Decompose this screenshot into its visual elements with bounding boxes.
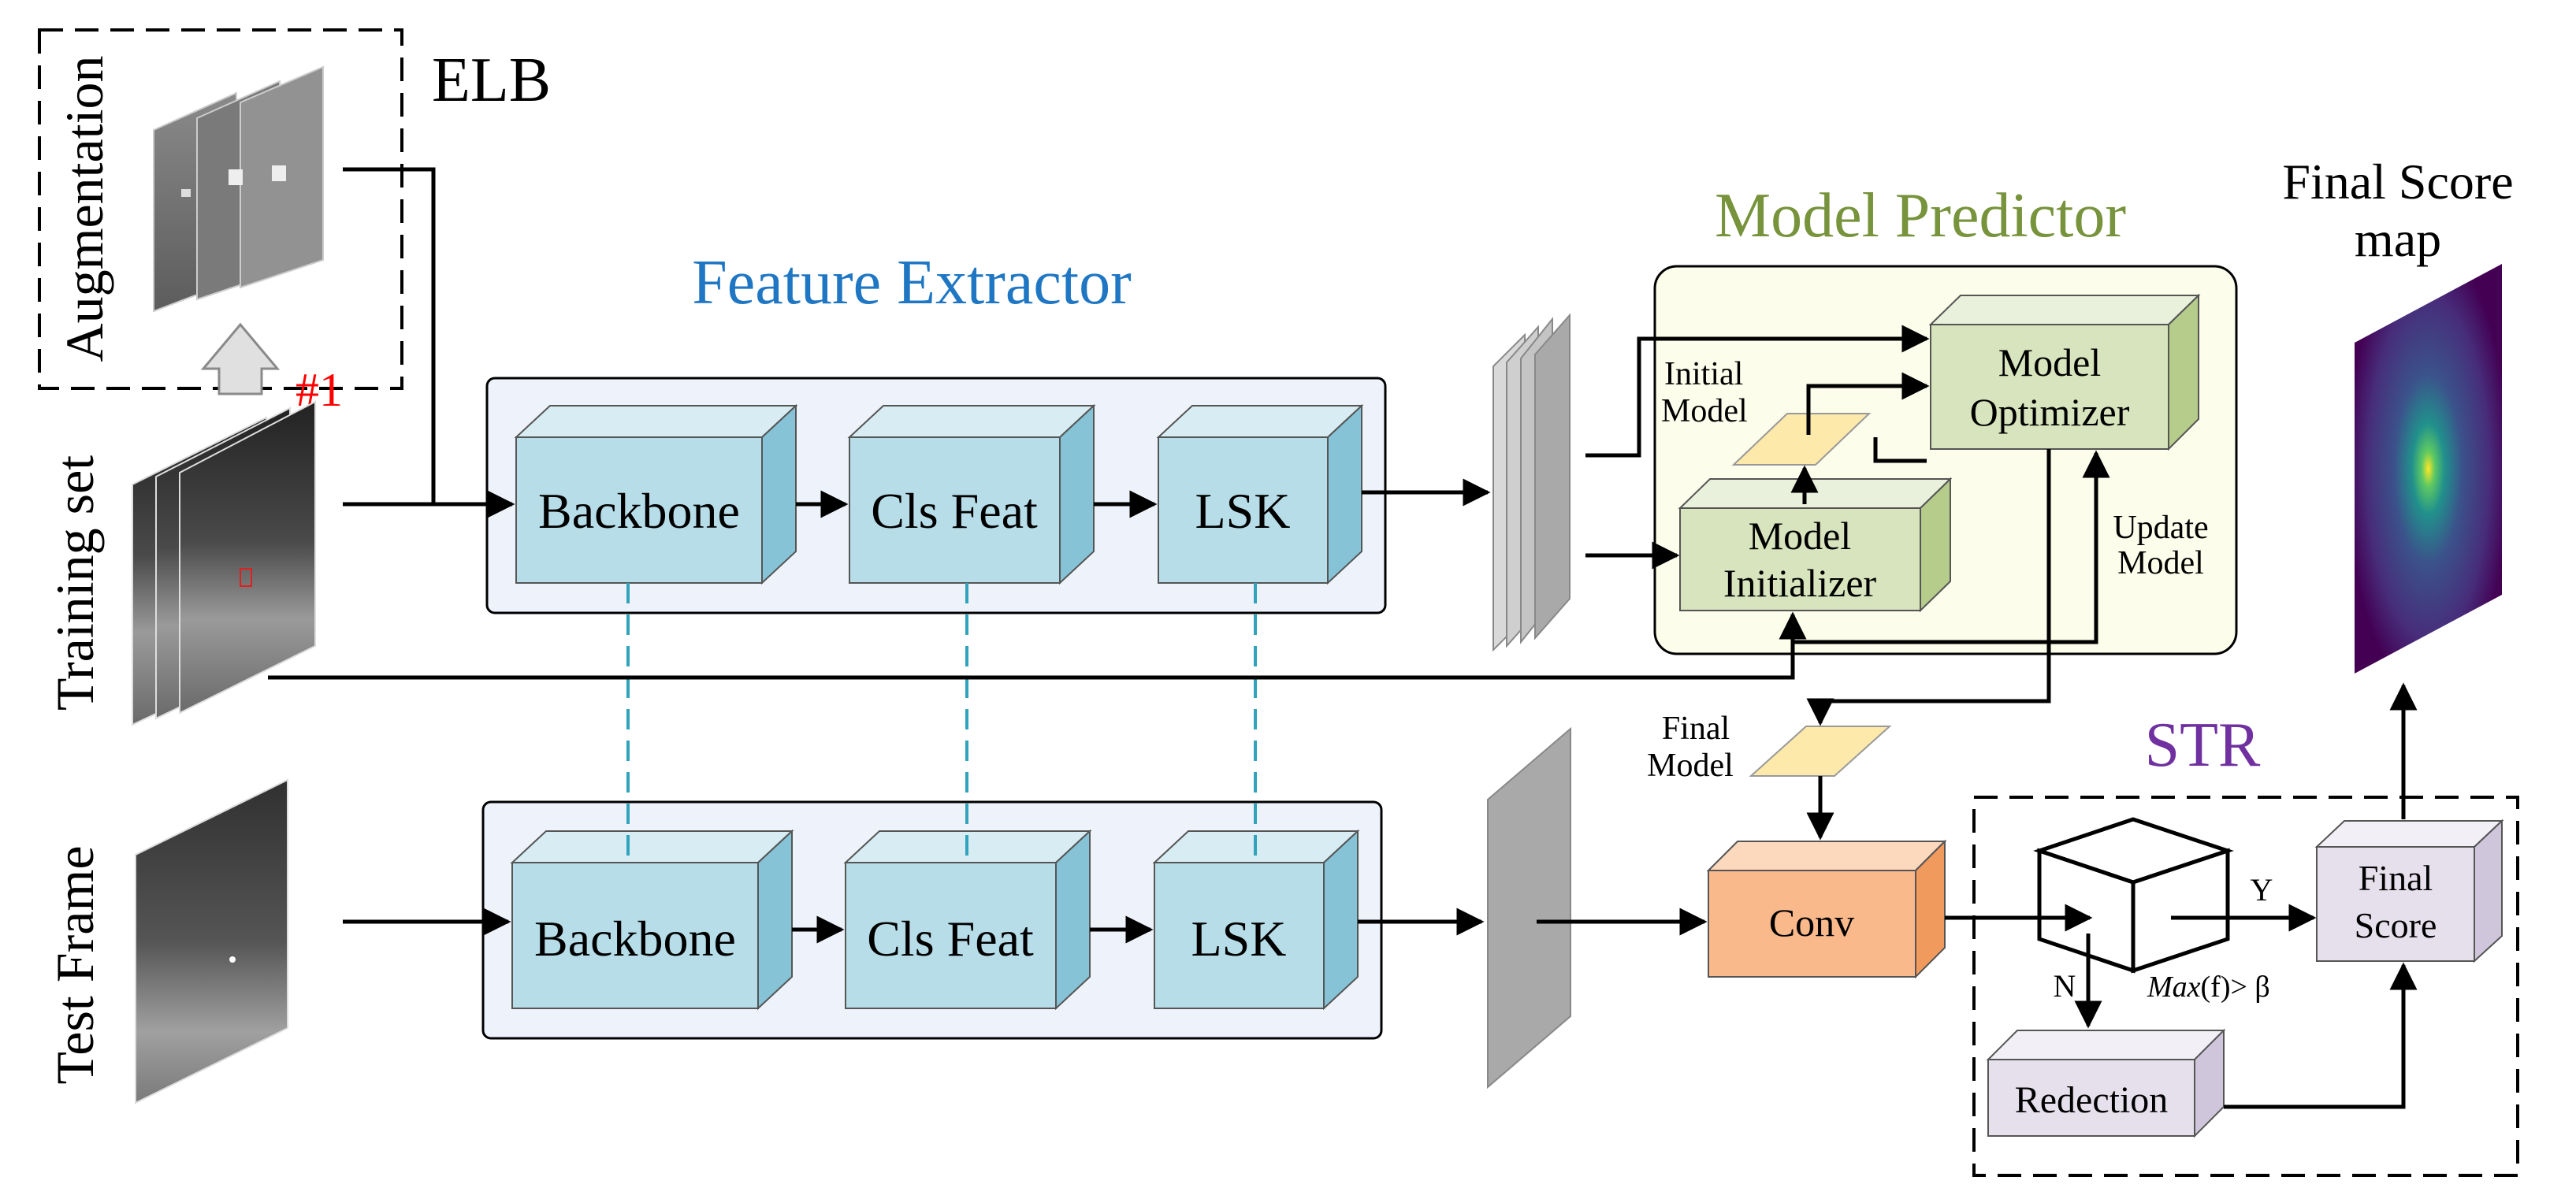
svg-text:LSK: LSK [1195,483,1291,539]
str-dashed-box [1972,796,2519,1177]
initial-model-card [1731,413,1872,466]
svg-text:Cls Feat: Cls Feat [867,911,1034,967]
svg-text:Optimizer: Optimizer [1970,390,2130,434]
str-title: STR [2145,711,2261,780]
svg-text:Redection: Redection [2015,1079,2169,1121]
feature-extractor-title: Feature Extractor [692,248,1132,317]
svg-text:Final: Final [2359,858,2433,898]
yes-label: Y [2251,872,2273,908]
svg-text:Model: Model [1749,514,1852,558]
condition-label: Max(f)> β [2147,971,2270,1004]
model-optimizer-block[interactable]: Model Optimizer [1928,293,2201,451]
training-set-label: Training set [45,455,105,711]
update-model-label-1: Update [2113,510,2208,546]
lsk-block-train: LSK [1156,403,1364,585]
shared-weight-links [626,583,1257,863]
update-model-label-2: Model [2117,545,2204,581]
clsfeat-block-test: Cls Feat [843,829,1092,1011]
svg-text:Model: Model [1998,340,2102,384]
no-label: N [2054,968,2076,1004]
redection-block[interactable]: Redection [1986,1028,2226,1138]
svg-text:Backbone: Backbone [534,911,736,967]
svg-text:Backbone: Backbone [538,483,740,539]
final-score-map-title-2: map [2355,211,2441,267]
elb-section: ELB Augmentation #1 [38,28,551,416]
backbone-block-train: Backbone [514,403,798,585]
initial-model-label-1: Initial [1664,356,1743,392]
test-feature-map [1487,726,1571,1089]
final-model-card [1749,726,1892,777]
final-model-label-1: Final [1662,711,1730,747]
decision-cube [2033,817,2234,974]
final-score-block[interactable]: Final Score [2314,819,2504,963]
train-feature-maps [1492,313,1571,652]
final-model-label-2: Model [1647,748,1734,784]
lsk-block-test: LSK [1152,829,1360,1011]
training-set: Training set [45,400,316,726]
svg-text:LSK: LSK [1191,911,1287,967]
svg-text:Score: Score [2355,905,2437,945]
test-frame: Test Frame [45,778,288,1104]
svg-text:Initializer: Initializer [1723,561,1877,605]
model-predictor-title: Model Predictor [1715,181,2126,251]
backbone-block-test: Backbone [510,829,794,1011]
clsfeat-block-train: Cls Feat [847,403,1096,585]
conv-block[interactable]: Conv [1706,839,1947,979]
target-box [240,568,252,587]
model-initializer-block[interactable]: Model Initializer [1678,477,1953,613]
final-score-heatmap [2355,264,2502,674]
final-score-map-title-1: Final Score [2282,154,2513,210]
elb-label: ELB [432,46,551,115]
augmentation-images [153,65,324,313]
up-block-arrow [200,322,281,395]
svg-text:Cls Feat: Cls Feat [871,483,1038,539]
test-frame-label: Test Frame [45,845,105,1084]
svg-text:Conv: Conv [1769,900,1854,945]
initial-model-label-2: Model [1661,393,1748,429]
augmentation-label: Augmentation [54,55,114,362]
connectors [268,167,2418,1109]
